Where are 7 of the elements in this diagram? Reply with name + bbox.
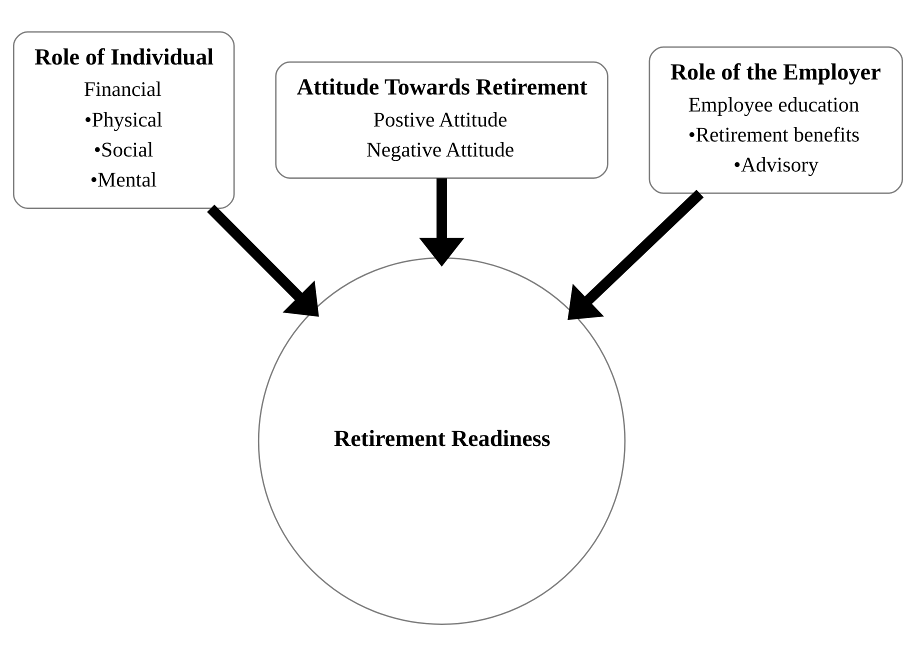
arrow: [418, 178, 464, 266]
arrow: [206, 204, 318, 316]
arrow: [567, 189, 704, 320]
node-box: Role of Individual Financial •Physical •Social •Mental: [12, 30, 234, 208]
node-circle: Retirement Readiness: [257, 256, 626, 624]
node-box: Role of the Employer Employee education •Retirement benefits •Advisory: [648, 46, 903, 194]
node-box: Attitude Towards Retirement Postive Attitude Negative Attitude: [274, 60, 608, 178]
